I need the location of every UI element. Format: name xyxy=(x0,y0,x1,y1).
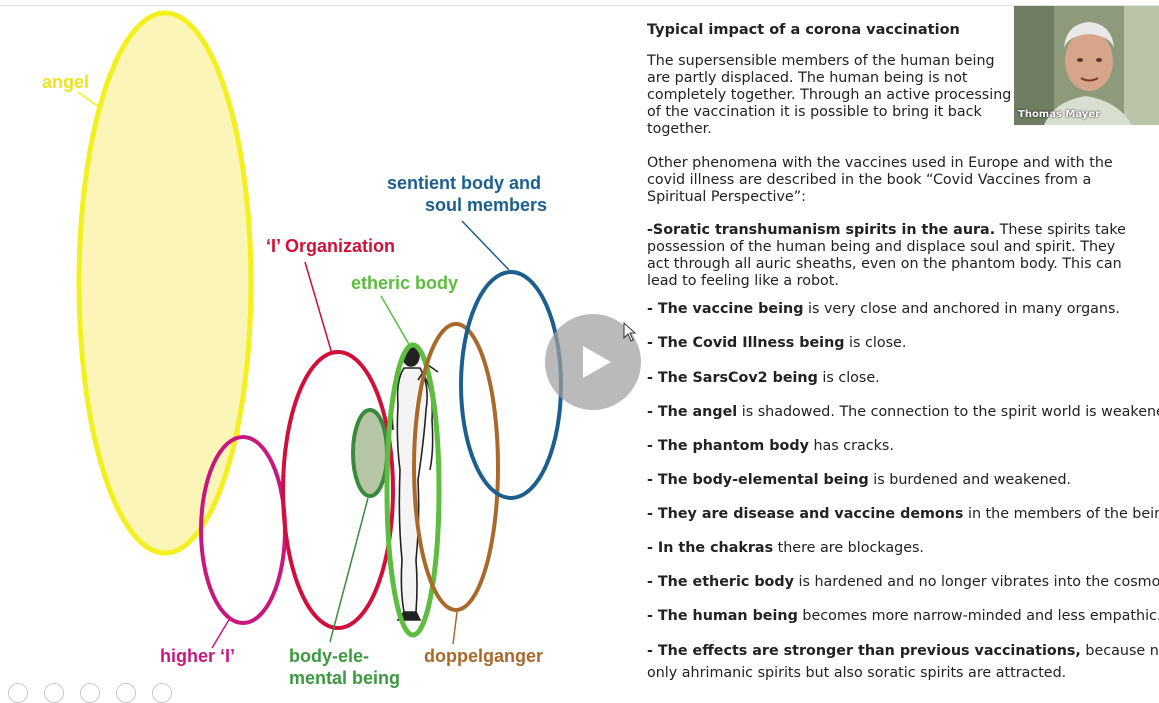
webcam-video xyxy=(1014,6,1159,125)
bullet-bold: - In the chakras xyxy=(647,540,774,556)
paragraph-soratic: -Soratic transhumanism spirits in the au… xyxy=(647,222,1142,290)
i-org-pointer xyxy=(304,261,333,355)
bullet-bold: - The effects are stronger than previous… xyxy=(647,643,1081,659)
body-elemental-pointer xyxy=(329,497,369,643)
bullet-angel: - The angel is shadowed. The connection … xyxy=(647,404,1159,421)
top-divider xyxy=(0,5,1159,6)
bullet-sarscov2-being: - The SarsCov2 being is close. xyxy=(647,370,1159,387)
bullet-bold: - The etheric body xyxy=(647,574,794,590)
label-body-elemental-2: mental being xyxy=(289,668,400,688)
higher-i-pointer xyxy=(211,617,231,649)
angel-pointer xyxy=(77,91,101,109)
play-button[interactable] xyxy=(545,314,641,410)
i-org-ellipse xyxy=(281,350,395,630)
bullet-vaccine-being: - The vaccine being is very close and an… xyxy=(647,301,1159,318)
bullet-effects-stronger: - The effects are stronger than previous… xyxy=(647,643,1159,660)
bullet-human-being: - The human being becomes more narrow-mi… xyxy=(647,608,1159,625)
control-icon[interactable] xyxy=(152,683,172,703)
bottom-controls xyxy=(0,683,200,703)
label-sentient-1: sentient body and xyxy=(387,173,541,193)
label-body-elemental-1: body-ele- xyxy=(289,646,369,666)
label-i-org: ‘I’ Organization xyxy=(266,236,395,256)
sentient-pointer xyxy=(461,220,510,271)
bullet-rest: is burdened and weakened. xyxy=(868,472,1072,488)
bullet-rest: is close. xyxy=(844,335,907,351)
slide-title: Typical impact of a corona vaccination xyxy=(647,22,960,38)
bullet-bold: - They are disease and vaccine demons xyxy=(647,506,964,522)
etheric-ellipse xyxy=(384,342,442,638)
bullet-bold: - The angel xyxy=(647,404,738,420)
bullet-bold: - The Covid Illness being xyxy=(647,335,845,351)
doppelganger-pointer xyxy=(452,611,458,645)
play-icon xyxy=(583,346,611,378)
bullet-rest: is very close and anchored in many organ… xyxy=(803,301,1120,317)
bullet-rest: has cracks. xyxy=(808,438,894,454)
bullet-bold: - The SarsCov2 being xyxy=(647,370,818,386)
control-icon[interactable] xyxy=(44,683,64,703)
aura-diagram: angel higher ‘I’ ‘I’ Organization body-e… xyxy=(42,10,563,688)
label-doppelganger: doppelganger xyxy=(424,646,543,666)
webcam-overlay[interactable]: Thomas Mayer xyxy=(1014,6,1159,125)
slide-text: Typical impact of a corona vaccination T… xyxy=(647,22,1157,290)
higher-i-ellipse xyxy=(199,435,287,625)
bullet-bold: - The human being xyxy=(647,608,798,624)
soratic-bold: -Soratic transhumanism spirits in the au… xyxy=(647,222,996,238)
label-etheric: etheric body xyxy=(351,273,458,293)
bullet-body-elemental: - The body-elemental being is burdened a… xyxy=(647,472,1159,489)
sentient-ellipse xyxy=(459,270,563,500)
bullet-bold: - The phantom body xyxy=(647,438,809,454)
bullet-bold: - The body-elemental being xyxy=(647,472,869,488)
bullet-rest: in the members of the being. xyxy=(963,506,1159,522)
bullet-bold: - The vaccine being xyxy=(647,301,804,317)
doppelganger-ellipse xyxy=(412,322,500,612)
angel-ellipse xyxy=(76,10,254,556)
control-icon[interactable] xyxy=(116,683,136,703)
bullet-rest: is hardened and no longer vibrates into … xyxy=(793,574,1159,590)
bullet-rest: there are blockages. xyxy=(773,540,924,556)
paragraph-book: Other phenomena with the vaccines used i… xyxy=(647,155,1113,205)
bullet-effects-stronger-cont: only ahrimanic spirits but also soratic … xyxy=(647,665,1067,681)
bullet-phantom-body: - The phantom body has cracks. xyxy=(647,438,1159,455)
bullet-rest: because not xyxy=(1085,643,1159,659)
body-elemental-ellipse xyxy=(351,408,389,498)
control-icon[interactable] xyxy=(80,683,100,703)
bullet-demons: - They are disease and vaccine demons in… xyxy=(647,506,1159,523)
participant-name: Thomas Mayer xyxy=(1018,109,1101,120)
mouse-cursor-icon xyxy=(623,322,637,342)
label-angel: angel xyxy=(42,72,89,92)
etheric-pointer xyxy=(380,295,411,347)
bullet-chakras: - In the chakras there are blockages. xyxy=(647,540,1159,557)
paragraph-displaced: The supersensible members of the human b… xyxy=(647,53,1012,137)
soratic-rest: These spirits take possession of the hum… xyxy=(647,222,1126,289)
label-higher-i: higher ‘I’ xyxy=(160,646,235,666)
label-sentient-2: soul members xyxy=(425,195,547,215)
bullet-rest: is close. xyxy=(817,370,880,386)
control-icon[interactable] xyxy=(8,683,28,703)
bullet-rest: becomes more narrow-minded and less empa… xyxy=(797,608,1159,624)
bullet-rest: is shadowed. The connection to the spiri… xyxy=(737,404,1159,420)
bullet-etheric-body: - The etheric body is hardened and no lo… xyxy=(647,574,1159,591)
bullet-covid-illness-being: - The Covid Illness being is close. xyxy=(647,335,1159,352)
